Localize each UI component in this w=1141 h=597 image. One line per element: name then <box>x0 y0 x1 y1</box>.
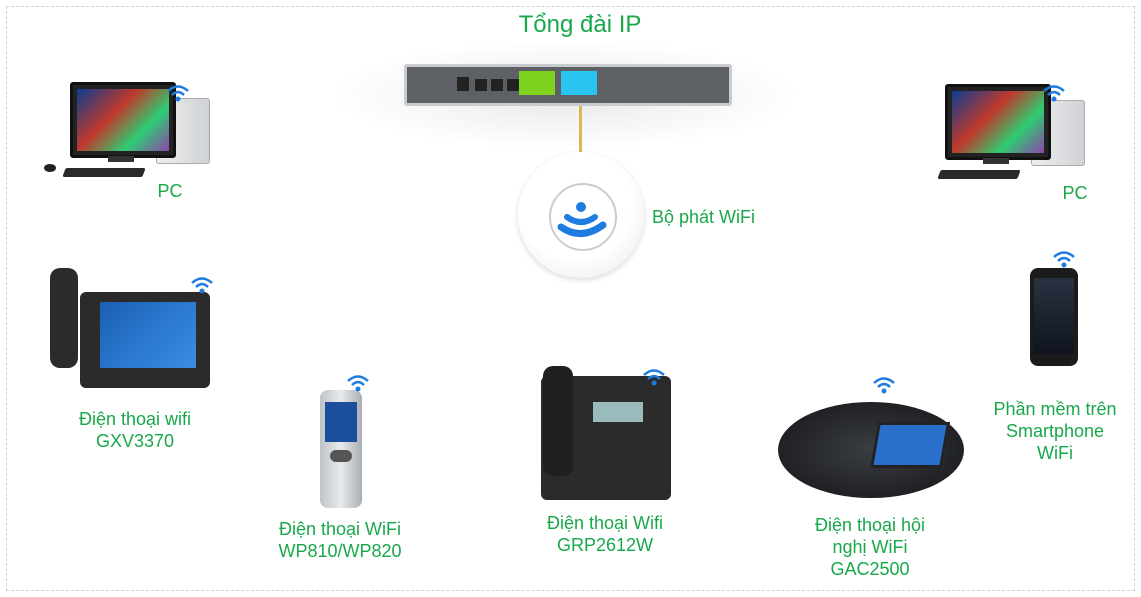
diagram-frame <box>6 6 1135 591</box>
gac2500-conference-phone <box>778 392 968 504</box>
wifi-icon <box>643 369 665 386</box>
wifi-access-point <box>518 152 644 278</box>
wifi-icon <box>873 377 895 394</box>
grp2612w-phone <box>505 366 675 502</box>
fxs-ports <box>519 71 555 95</box>
smartphone-label: Phần mềm trên Smartphone WiFi <box>993 399 1117 463</box>
power-port <box>457 77 469 91</box>
wifi-icon <box>167 85 189 102</box>
pbx-title: Tổng đài IP <box>518 11 642 38</box>
wifi-icon <box>1043 85 1065 102</box>
network-cable <box>579 106 582 156</box>
pc-left-label: PC <box>157 181 183 201</box>
pc-right <box>915 82 1095 192</box>
fxo-ports <box>561 71 597 95</box>
lan-port <box>507 79 519 91</box>
pc-right-label: PC <box>1062 183 1088 203</box>
wifi-signal-icon <box>557 202 607 237</box>
wifi-icon <box>1053 251 1075 268</box>
wp810-phone <box>320 390 362 508</box>
ip-pbx-device <box>404 64 732 106</box>
gxv3370-label: Điện thoại wifi GXV3370 <box>78 409 192 451</box>
access-point-label: Bộ phát WiFi <box>652 207 756 227</box>
wifi-icon <box>347 375 369 392</box>
pc-left <box>40 80 220 190</box>
lan-port <box>475 79 487 91</box>
grp2612w-label: Điện thoại Wifi GRP2612W <box>546 513 664 555</box>
gac2500-label: Điện thoại hội nghị WiFi GAC2500 <box>814 515 926 579</box>
lan-port <box>491 79 503 91</box>
wifi-icon <box>191 277 213 294</box>
wp810-label: Điện thoại WiFi WP810/WP820 <box>278 519 402 561</box>
smartphone <box>1030 268 1078 366</box>
gxv3370-phone <box>20 268 212 390</box>
